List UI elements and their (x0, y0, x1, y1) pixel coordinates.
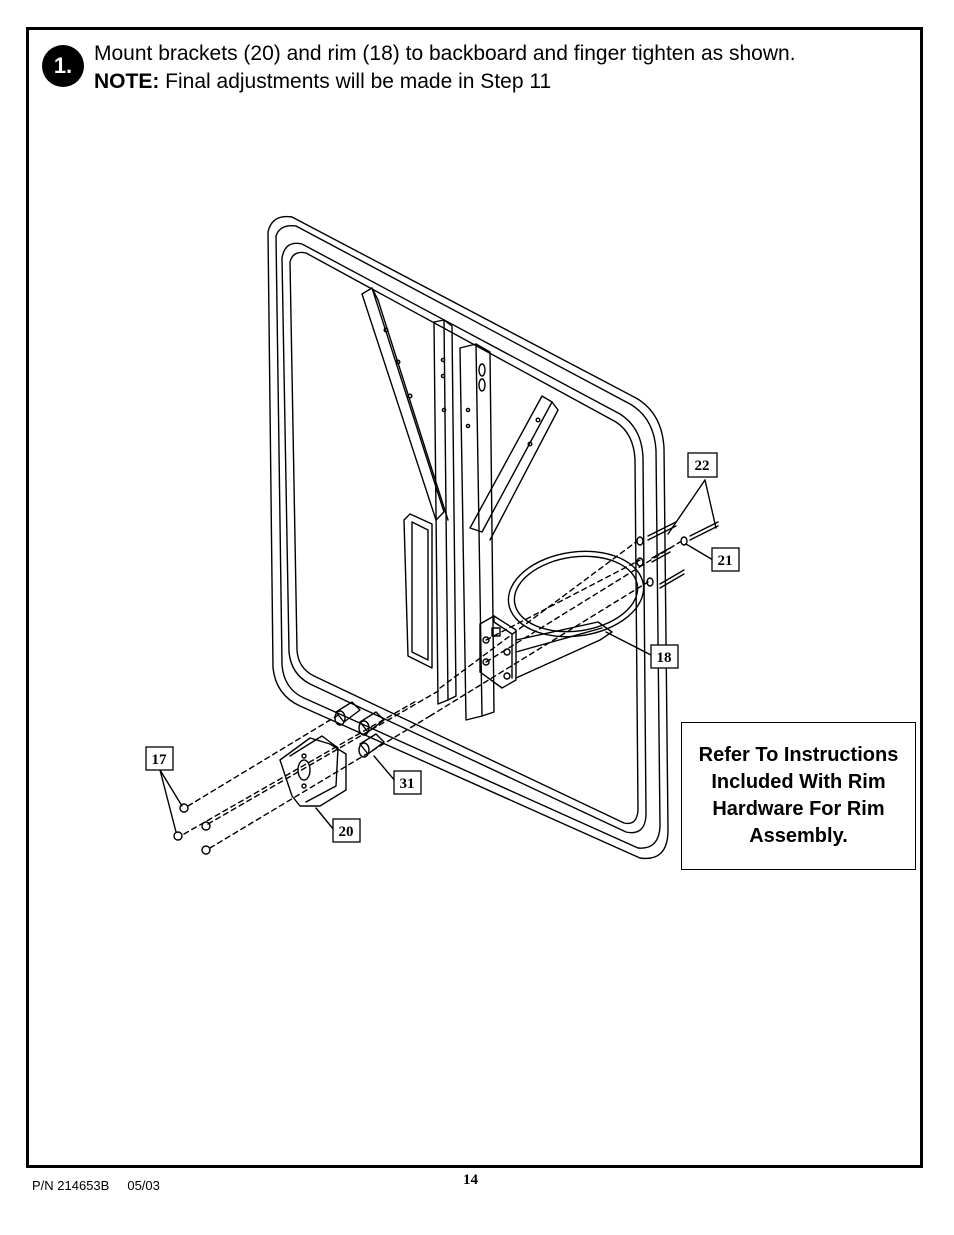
step-instructions: Mount brackets (20) and rim (18) to back… (94, 40, 796, 96)
rim-hardware-note: Refer To Instructions Included With Rim … (681, 722, 916, 870)
backboard-outer (267, 215, 669, 860)
instruction-line: Mount brackets (20) and rim (18) to back… (94, 42, 796, 65)
callout-22-label: 22 (695, 458, 710, 474)
bolts (647, 521, 719, 589)
page-frame (26, 27, 923, 1168)
page-number: 14 (463, 1172, 478, 1188)
part-number: P/N 214653B (32, 1178, 110, 1193)
backboard-inner (281, 242, 647, 834)
backboard-inner-2 (289, 251, 639, 825)
callout-22: 22 (687, 452, 718, 478)
spacers (334, 701, 385, 758)
rim-hardware-note-text: Refer To Instructions Included With Rim … (698, 744, 899, 847)
callout-31: 31 (393, 770, 422, 795)
backboard-outer-2 (275, 225, 661, 849)
note-text: Final adjustments will be made in Step 1… (159, 70, 552, 93)
right-brace (469, 395, 553, 533)
note-label: NOTE: (94, 70, 160, 93)
callout-17: 17 (145, 746, 174, 771)
left-channel (433, 319, 449, 705)
callout-17-label: 17 (152, 752, 168, 768)
revision-date: 05/03 (127, 1178, 160, 1193)
callout-18: 18 (650, 644, 679, 669)
rim-arm (515, 621, 613, 679)
callout-21: 21 (711, 547, 740, 572)
step-number-badge: 1. (42, 45, 84, 87)
callout-20: 20 (332, 818, 361, 843)
left-brace (361, 287, 445, 521)
rim-ring (507, 550, 645, 638)
callout-20-label: 20 (339, 824, 354, 840)
callout-21-label: 21 (718, 553, 733, 569)
step-number: 1. (53, 53, 73, 78)
note-line: NOTE: Final adjustments will be made in … (94, 68, 796, 96)
footer-part-info: P/N 214653B 05/03 (32, 1178, 178, 1193)
callout-31-label: 31 (400, 776, 415, 792)
right-channel (459, 343, 483, 721)
callout-18-label: 18 (657, 650, 672, 666)
